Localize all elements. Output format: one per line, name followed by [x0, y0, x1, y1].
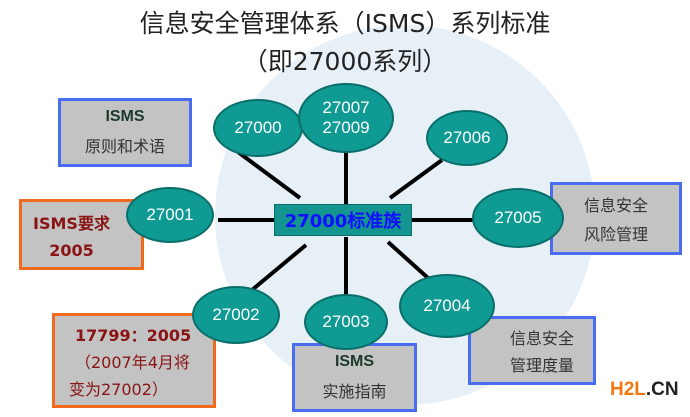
box-principles-terms: ISMS 原则和术语 [58, 98, 192, 167]
box-text: 2005 [49, 240, 94, 260]
node-label: 27005 [494, 208, 542, 227]
box-text: ISMS [334, 353, 375, 371]
node-27003: 27003 [304, 294, 388, 350]
node-label: 27001 [146, 205, 194, 224]
page-subtitle: （即27000系列） [242, 47, 448, 76]
box-risk-management: 信息安全 风险管理 [550, 182, 682, 255]
node-27004: 27004 [399, 274, 495, 338]
line-27004 [386, 240, 430, 280]
box-measurement: 信息安全 管理度量 [468, 316, 596, 385]
center-label-text: 27000标准族 [284, 211, 402, 232]
node-label: 27009 [322, 118, 370, 137]
page-title: 信息安全管理体系（ISMS）系列标准 [139, 9, 551, 38]
box-text: 实施指南 [322, 381, 387, 401]
box-text: 管理度量 [509, 356, 574, 376]
line-27000 [236, 150, 302, 200]
node-27002: 27002 [192, 286, 280, 344]
watermark-brand: H2L [610, 379, 646, 400]
node-label: 27002 [212, 305, 260, 324]
site-watermark: H2L.CN [610, 379, 679, 401]
node-label: 27006 [443, 128, 491, 147]
box-17799: 17799：2005 （2007年4月将 变为27002） [52, 313, 216, 408]
box-text: 原则和术语 [84, 136, 165, 156]
box-text: 风险管理 [583, 225, 648, 245]
node-label: 27003 [322, 312, 370, 331]
node-27006: 27006 [426, 110, 508, 166]
node-label: 27004 [423, 296, 471, 315]
node-27005: 27005 [472, 188, 564, 248]
box-text: 17799：2005 [75, 325, 192, 345]
node-label: 27000 [234, 118, 282, 137]
box-text: ISMS要求 [33, 213, 110, 233]
box-isms-requirements: ISMS要求 2005 [19, 199, 144, 270]
box-text: 信息安全 [509, 328, 574, 348]
center-label-27000-family: 27000标准族 [274, 204, 412, 236]
box-implementation-guide: ISMS 实施指南 [292, 343, 417, 412]
box-text: ISMS [105, 108, 145, 126]
watermark-domain: .CN [645, 379, 679, 400]
box-text: 变为27002） [69, 379, 168, 399]
node-27000: 27000 [213, 99, 303, 157]
line-27002 [250, 243, 308, 292]
node-27001: 27001 [126, 187, 214, 243]
box-text: 信息安全 [583, 195, 648, 215]
box-text: （2007年4月将 [75, 352, 190, 372]
line-27006 [388, 158, 444, 200]
node-label: 27007 [322, 98, 370, 117]
